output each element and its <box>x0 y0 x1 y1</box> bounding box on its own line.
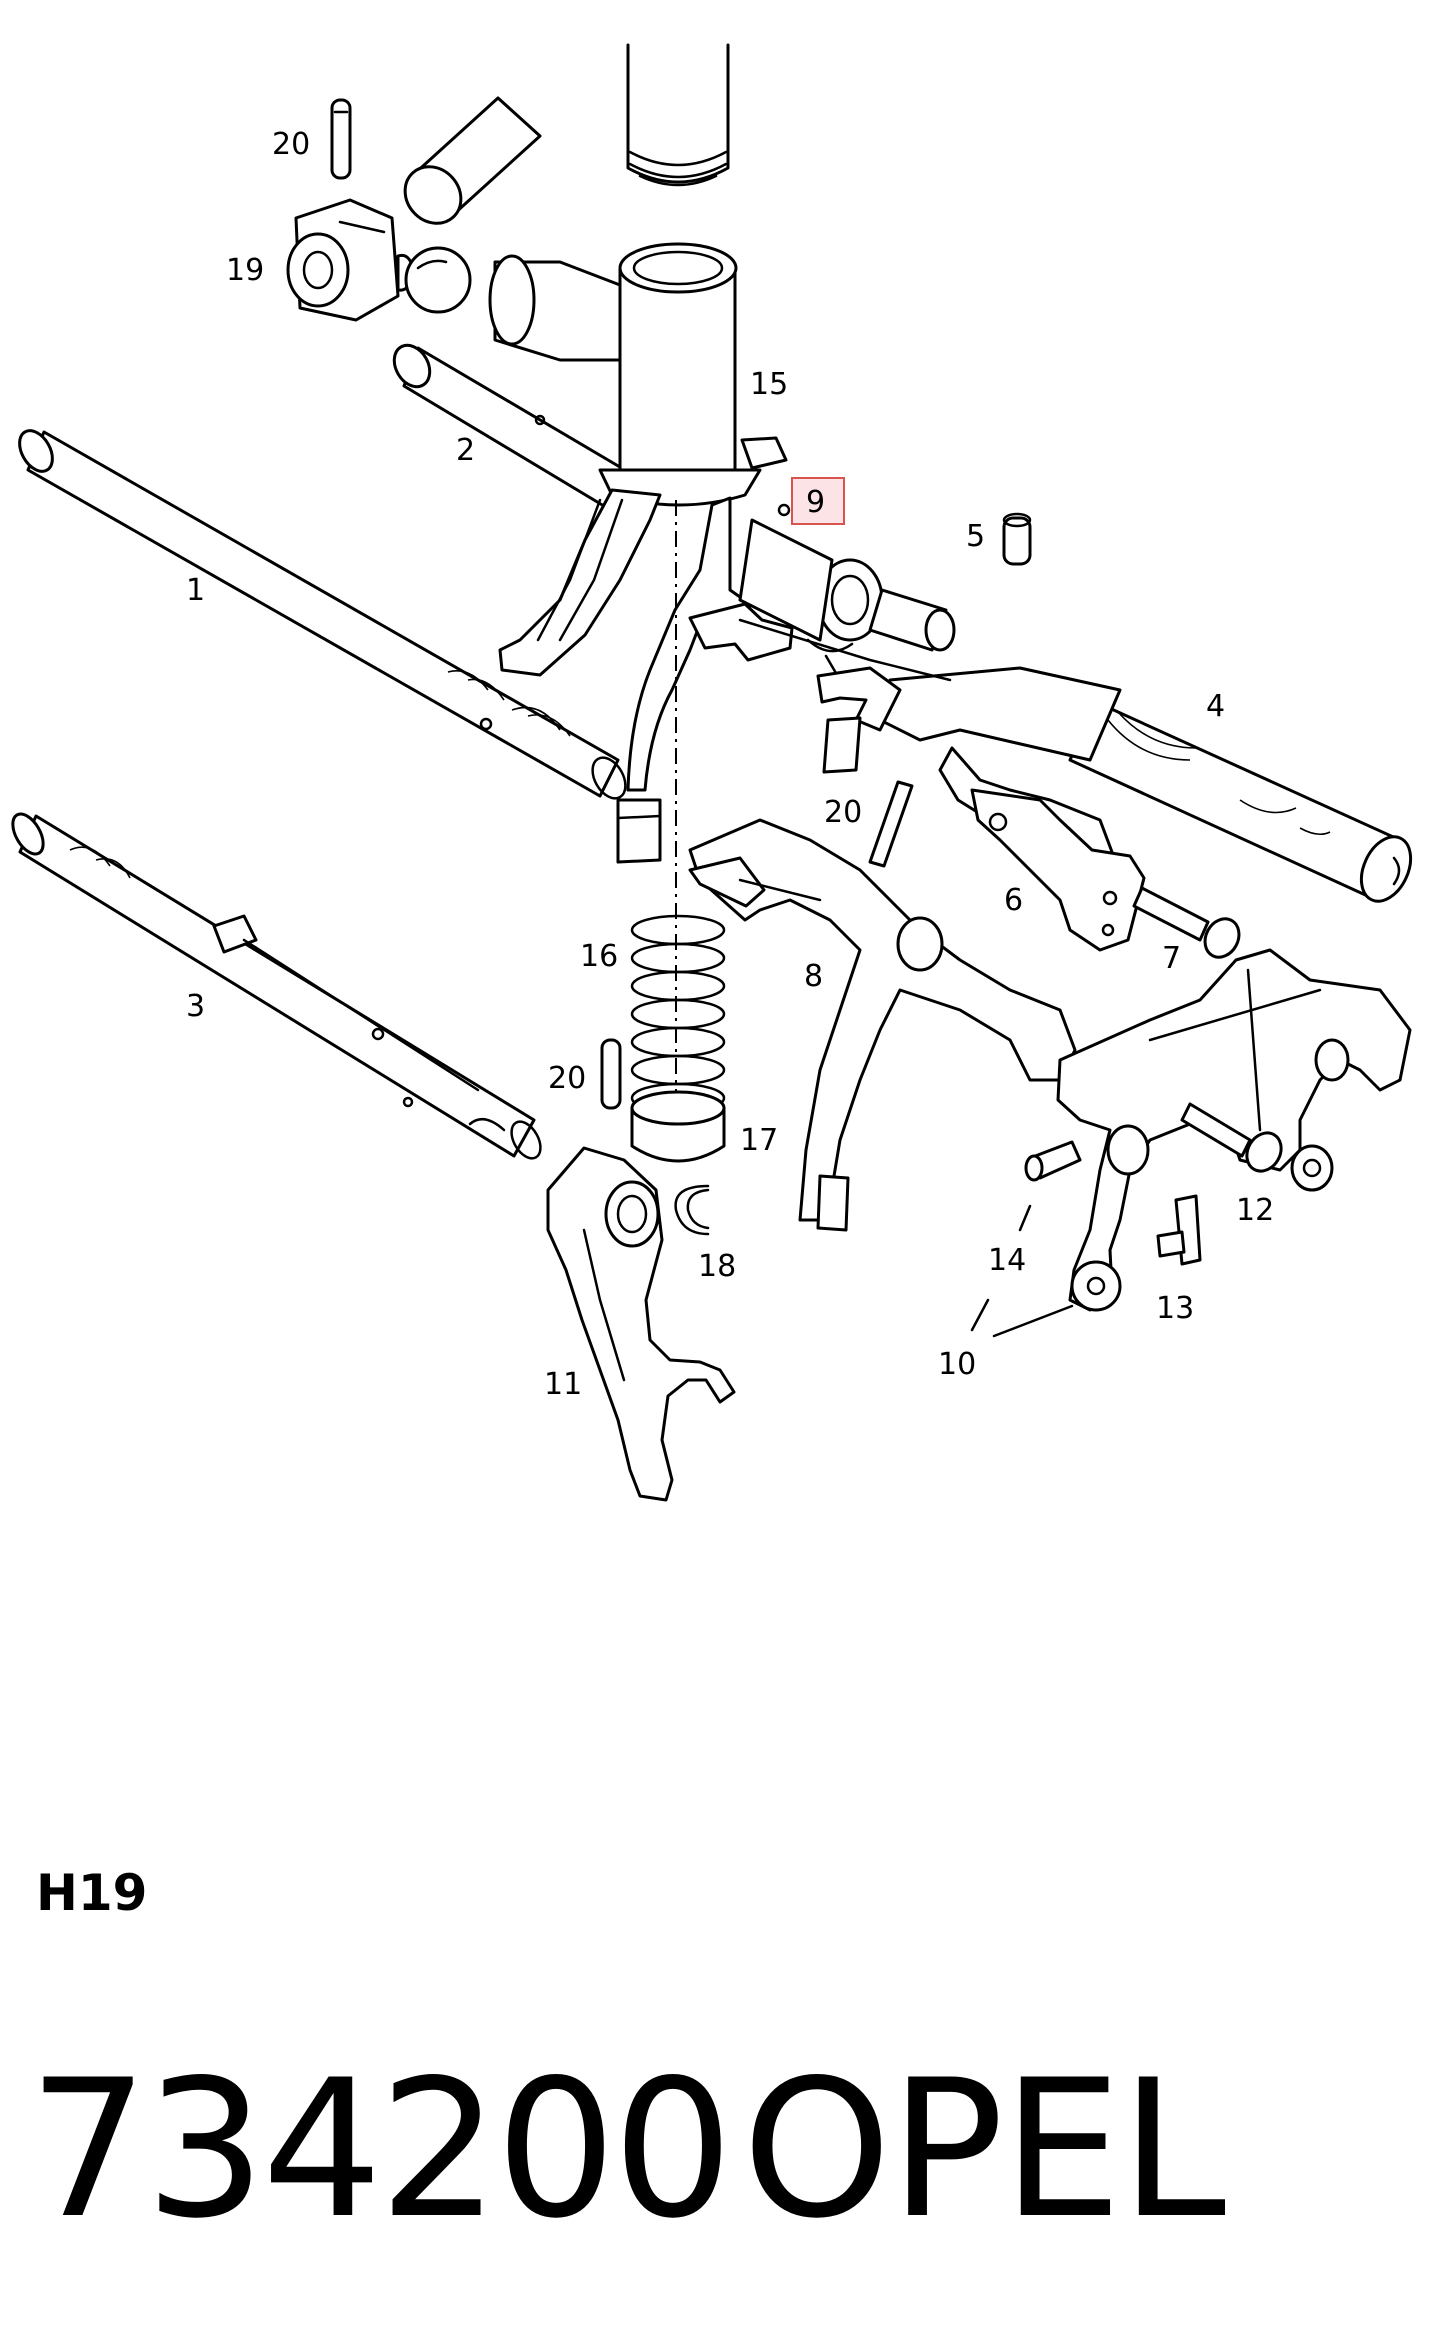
part-7-bolt <box>1132 886 1241 959</box>
callout-15: 15 <box>750 367 788 402</box>
part-4-fork-shaft <box>738 618 1413 903</box>
callout-9-highlight <box>791 477 845 525</box>
section-code: H19 <box>36 1864 148 1922</box>
callout-2: 2 <box>456 433 475 468</box>
callout-13: 13 <box>1156 1291 1194 1326</box>
part-15-selector-housing <box>488 242 956 864</box>
callout-6: 6 <box>1004 883 1023 918</box>
callout-10: 10 <box>938 1347 976 1382</box>
callout-9: 9 <box>806 485 825 520</box>
callout-7: 7 <box>1162 941 1181 976</box>
brand-name: OPEL <box>742 2039 1226 2260</box>
part-20-pin-lower <box>600 1038 622 1110</box>
part-13-clip <box>1156 1194 1202 1266</box>
part-11-fork <box>546 1146 736 1502</box>
callout-18: 18 <box>698 1249 736 1284</box>
part-number: 734200 <box>28 2039 733 2260</box>
leader-14 <box>1018 1204 1032 1232</box>
callout-20-top: 20 <box>272 127 310 162</box>
callout-14: 14 <box>988 1243 1026 1278</box>
callout-3: 3 <box>186 989 205 1024</box>
part-1-selector-shaft <box>18 429 627 800</box>
part-6-bracket <box>970 788 1146 952</box>
shift-shaft-top <box>626 43 730 187</box>
leader-10-a <box>970 1298 990 1332</box>
part-17-cup <box>630 1090 726 1163</box>
part-8-shift-fork <box>688 818 1077 1232</box>
callout-11: 11 <box>544 1367 582 1402</box>
callout-20-middle: 20 <box>824 795 862 830</box>
part-20-pin-middle <box>868 780 914 868</box>
part-20-pin-top <box>330 98 352 180</box>
part-14-pin <box>1024 1140 1082 1182</box>
callout-1: 1 <box>186 573 205 608</box>
callout-17: 17 <box>740 1123 778 1158</box>
leader-10-b <box>992 1304 1074 1338</box>
callout-8: 8 <box>804 959 823 994</box>
part-2-rod <box>392 343 627 508</box>
callout-12: 12 <box>1236 1193 1274 1228</box>
guide-rod-upper <box>403 96 542 225</box>
callout-16: 16 <box>580 939 618 974</box>
callout-4: 4 <box>1206 689 1225 724</box>
exploded-parts-diagram: 20 19 15 2 9 5 1 4 20 6 7 16 8 3 20 17 1… <box>11 43 1413 1502</box>
part-16-spring <box>630 914 726 1114</box>
part-12-bolt <box>1180 1102 1283 1173</box>
part-5-sleeve <box>1002 512 1032 566</box>
callout-20-lower: 20 <box>548 1061 586 1096</box>
callout-5: 5 <box>966 519 985 554</box>
diagram-canvas: 20 19 15 2 9 5 1 4 20 6 7 16 8 3 20 17 1… <box>11 43 1413 1502</box>
part-18-circlip <box>674 1184 710 1236</box>
part-3-selector-shaft <box>11 812 542 1160</box>
callout-19: 19 <box>226 253 264 288</box>
part-19-joint <box>286 198 472 322</box>
